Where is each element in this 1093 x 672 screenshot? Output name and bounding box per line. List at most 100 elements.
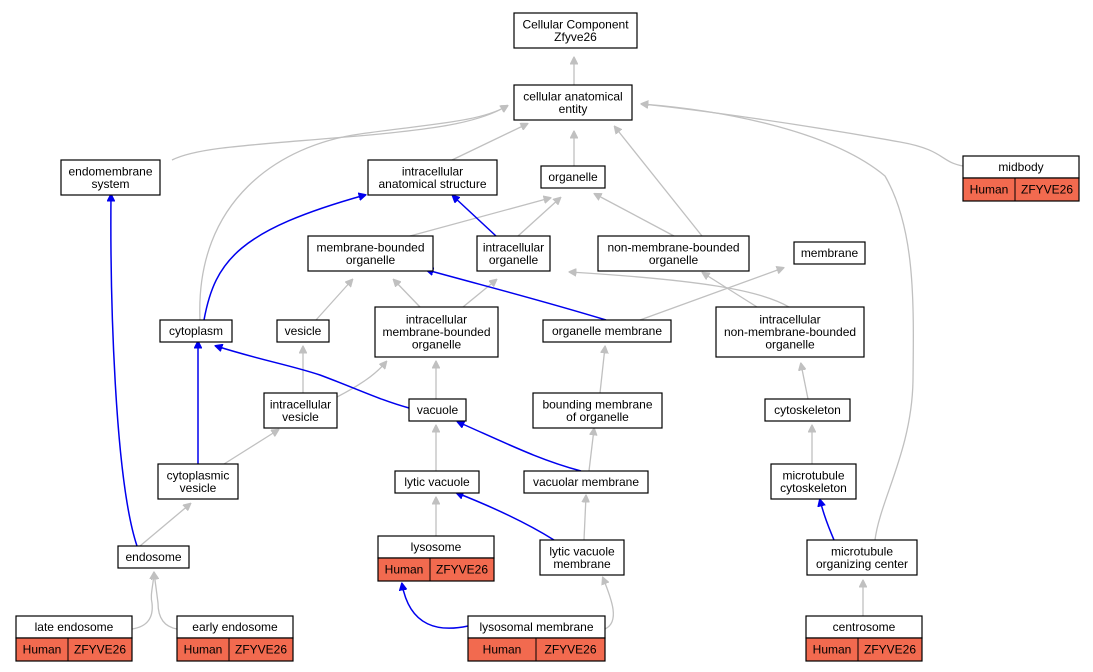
is-a-edge: [642, 104, 915, 541]
annotation-gene: ZFYVE26: [1021, 183, 1073, 197]
node-label: vesicle: [282, 410, 319, 424]
annotation-gene: ZFYVE26: [544, 643, 596, 657]
node-label: membrane: [553, 557, 611, 571]
node-organelle[interactable]: organelle: [540, 165, 606, 189]
node-label: cytoskeleton: [780, 481, 847, 495]
node-inmbo[interactable]: intracellularnon-membrane-boundedorganel…: [715, 306, 865, 358]
is-a-edge: [171, 106, 507, 161]
is-a-edge: [570, 272, 790, 308]
node-label: intracellular: [270, 397, 331, 411]
node-label: microtubule: [831, 544, 893, 558]
node-cytoplasm[interactable]: cytoplasm: [159, 319, 233, 343]
node-endosome[interactable]: endosome: [117, 545, 190, 569]
is-a-edge: [615, 127, 703, 237]
is-a-edge: [595, 194, 675, 237]
node-cytoskeleton[interactable]: cytoskeleton: [764, 398, 851, 422]
node-box: [60, 159, 161, 196]
annotation-species: Human: [483, 643, 522, 657]
node-vacuole[interactable]: vacuole: [408, 398, 467, 422]
node-label: intracellular: [402, 164, 463, 178]
node-label: vesicle: [180, 481, 217, 495]
annotation-box: [377, 557, 495, 582]
node-label: vacuolar membrane: [533, 475, 639, 489]
node-box: [394, 470, 480, 494]
node-box: [408, 398, 467, 422]
node-label: non-membrane-bounded: [607, 240, 739, 254]
node-label: vesicle: [285, 324, 322, 338]
node-box: [715, 306, 865, 358]
node-label: system: [91, 177, 129, 191]
annotation-species: Human: [184, 643, 223, 657]
node-label: entity: [559, 102, 588, 116]
node-label: intracellular: [483, 240, 544, 254]
annotation-species: Human: [385, 563, 424, 577]
node-box: [806, 539, 918, 576]
part-of-edge: [820, 500, 835, 541]
node-box: [374, 306, 499, 358]
node-label: cytoplasm: [169, 324, 223, 338]
node-label: intracellular: [759, 313, 820, 327]
node-box: [513, 84, 633, 121]
part-of-edge: [203, 195, 365, 321]
annotation-box: [962, 177, 1080, 202]
annotation-box: [805, 637, 923, 662]
is-a-edge: [139, 504, 190, 547]
node-label: cytoplasmic: [167, 468, 230, 482]
node-box: [770, 463, 857, 500]
is-a-edge: [409, 198, 550, 237]
node-membrane[interactable]: membrane: [793, 241, 866, 265]
is-a-edge: [336, 362, 386, 398]
node-label: non-membrane-bounded: [724, 325, 856, 339]
node-label: cellular anatomical: [523, 89, 622, 103]
node-box: [513, 12, 638, 49]
node-label: organelle membrane: [552, 324, 662, 338]
is-a-edge: [131, 573, 154, 630]
is-a-edge: [223, 430, 278, 465]
node-box: [597, 235, 750, 272]
node-label: organelle: [346, 253, 396, 267]
node-label: early endosome: [192, 620, 278, 634]
node-label: organelle: [649, 253, 699, 267]
part-of-edge: [457, 493, 555, 541]
node-vesicle[interactable]: vesicle: [276, 319, 330, 343]
node-orgmem[interactable]: organelle membrane: [542, 319, 672, 343]
node-box: [367, 159, 498, 196]
node-label: organelle: [548, 170, 598, 184]
node-box: [276, 319, 330, 343]
node-label: membrane-bounded: [382, 325, 490, 339]
part-of-edge: [453, 196, 497, 237]
node-lyticvac[interactable]: lytic vacuole: [394, 470, 480, 494]
node-label: bounding membrane: [542, 397, 652, 411]
node-label: lysosomal membrane: [479, 620, 593, 634]
node-label: organelle: [489, 253, 539, 267]
annotation-gene: ZFYVE26: [235, 643, 287, 657]
node-label: vacuole: [417, 403, 459, 417]
node-box: [532, 392, 663, 429]
node-vacmem[interactable]: vacuolar membrane: [523, 470, 649, 494]
node-box: [307, 235, 434, 272]
node-label: membrane-bounded: [316, 240, 424, 254]
annotation-gene: ZFYVE26: [74, 643, 126, 657]
